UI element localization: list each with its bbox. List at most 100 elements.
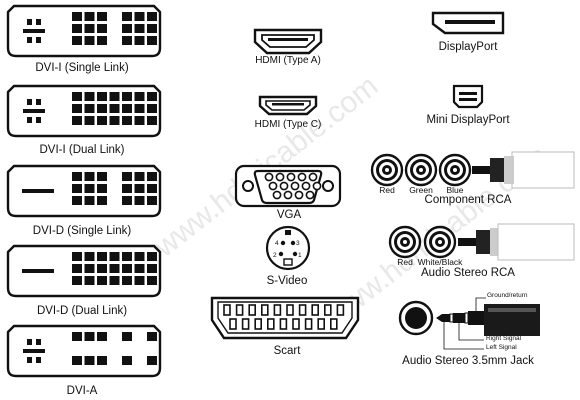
vga-pin <box>283 190 293 200</box>
dvi-a-pin <box>147 356 157 365</box>
dvi-i-dual-pin <box>122 116 132 125</box>
dvi-i-dual-pin <box>147 116 157 125</box>
dvi-i-dual-pin <box>134 116 145 125</box>
scart-pin <box>235 304 244 316</box>
jack-right-label: Right Signal <box>486 335 522 342</box>
dvi-d-dual-pin <box>84 252 95 261</box>
audio-rca-label: Audio Stereo RCA <box>421 267 515 279</box>
dvi-d-single-pin <box>134 196 145 205</box>
dvi-i-single-label: DVI-I (Single Link) <box>35 62 129 74</box>
scart-pin <box>223 304 231 316</box>
dvi-d-single-slot <box>22 189 54 193</box>
dvi-i-single-slot <box>36 37 41 43</box>
dvi-i-single-pin <box>72 24 82 33</box>
dvi-i-dual-pin <box>122 92 132 101</box>
jack-ground-callout <box>475 297 486 311</box>
dvi-i-dual-pin <box>147 104 157 113</box>
dvi-d-single-pin <box>147 184 157 193</box>
scart-pin <box>329 318 338 330</box>
jack-label: Audio Stereo 3.5mm Jack <box>402 355 534 367</box>
audio-rca-plug-neck <box>490 228 500 256</box>
dvi-d-single-pin <box>72 184 82 193</box>
scart-label: Scart <box>273 345 301 357</box>
component-rca-plug-neck <box>504 156 514 184</box>
scart-pin <box>266 318 275 330</box>
dvi-i-single-pin <box>122 12 132 21</box>
component-rca-label: Component RCA <box>424 194 512 206</box>
dvi-i-single-pin <box>147 36 157 45</box>
vga-pin <box>301 181 311 191</box>
scart-pin <box>336 304 345 316</box>
scart-pin <box>323 304 332 316</box>
dvi-d-dual-pin <box>122 264 132 273</box>
vga-pin <box>275 172 285 182</box>
scart-pin <box>273 304 282 316</box>
mini-displayport-pins <box>459 98 477 101</box>
audio-rca-red-jack <box>403 240 407 244</box>
vga-screw-left <box>242 180 254 192</box>
vga-pin <box>308 172 318 182</box>
dvi-i-single-pin <box>84 12 95 21</box>
dvi-d-dual-pin <box>147 264 157 273</box>
svideo-pin <box>280 240 286 246</box>
dvi-a-pin <box>84 332 95 341</box>
jack-socket-hole <box>405 307 427 329</box>
vga-pin <box>268 181 278 191</box>
scart-pin <box>254 318 262 330</box>
vga-pin <box>312 181 322 191</box>
vga-pin <box>294 190 304 200</box>
jack-left-label: Left Signal <box>486 344 517 351</box>
scart-pin <box>286 304 294 316</box>
svideo-pin <box>292 251 298 257</box>
dvi-d-dual-pin <box>134 252 145 261</box>
jack-plug-insulator <box>464 312 469 324</box>
svideo-center <box>283 258 293 266</box>
svideo-label: S-Video <box>266 275 308 287</box>
jack-plug-sleeve <box>468 311 484 325</box>
hdmi-c-pins <box>272 103 304 106</box>
scart-pin <box>241 318 250 330</box>
dvi-a-slot <box>36 339 41 345</box>
scart-pin <box>292 318 300 330</box>
dvi-i-dual-pin <box>134 104 145 113</box>
vga-pin <box>286 172 296 182</box>
dvi-i-dual-pin <box>147 92 157 101</box>
dvi-d-single-label: DVI-D (Single Link) <box>32 225 132 237</box>
dvi-i-dual-pin <box>109 92 120 101</box>
dvi-a-pin <box>122 332 132 341</box>
dvi-a-slot <box>36 357 41 363</box>
jack-right-callout <box>458 323 484 341</box>
component-rca-blue-jack <box>453 168 457 172</box>
dvi-i-single-pin <box>134 36 145 45</box>
dvi-d-dual-pin <box>134 264 145 273</box>
dvi-i-dual-pin <box>84 116 95 125</box>
vga-pin <box>264 172 274 182</box>
svideo-pin-3: 3 <box>296 240 300 247</box>
dvi-i-single-pin <box>72 36 82 45</box>
dvi-d-single-pin <box>147 196 157 205</box>
vga-pin <box>305 190 315 200</box>
dvi-d-single-pin <box>147 172 157 181</box>
dvi-i-single-slot <box>27 19 32 25</box>
dvi-d-single-pin <box>84 172 95 181</box>
dvi-d-single-pin <box>97 184 107 193</box>
svideo-pin <box>290 240 296 246</box>
dvi-i-single-pin <box>134 12 145 21</box>
audio-rca-plug-body <box>497 223 575 261</box>
jack-plug-insulator <box>449 313 454 323</box>
dvi-i-single-pin <box>84 24 95 33</box>
dvi-d-single-pin <box>134 172 145 181</box>
dvi-i-dual-pin <box>84 92 95 101</box>
hdmi-c-label: HDMI (Type C) <box>254 119 322 130</box>
displayport-pins <box>445 20 495 24</box>
audio-rca-white-jack <box>438 240 442 244</box>
hdmi-a-pins <box>268 38 308 41</box>
dvi-d-single-pin <box>72 172 82 181</box>
jack-plug-highlight <box>488 308 536 312</box>
component-rca-plug-body <box>511 151 575 189</box>
dvi-i-single-slot <box>27 37 32 43</box>
component-rca-green-jack <box>419 168 423 172</box>
scart-pin <box>298 304 307 316</box>
dvi-a-pin <box>122 356 132 365</box>
